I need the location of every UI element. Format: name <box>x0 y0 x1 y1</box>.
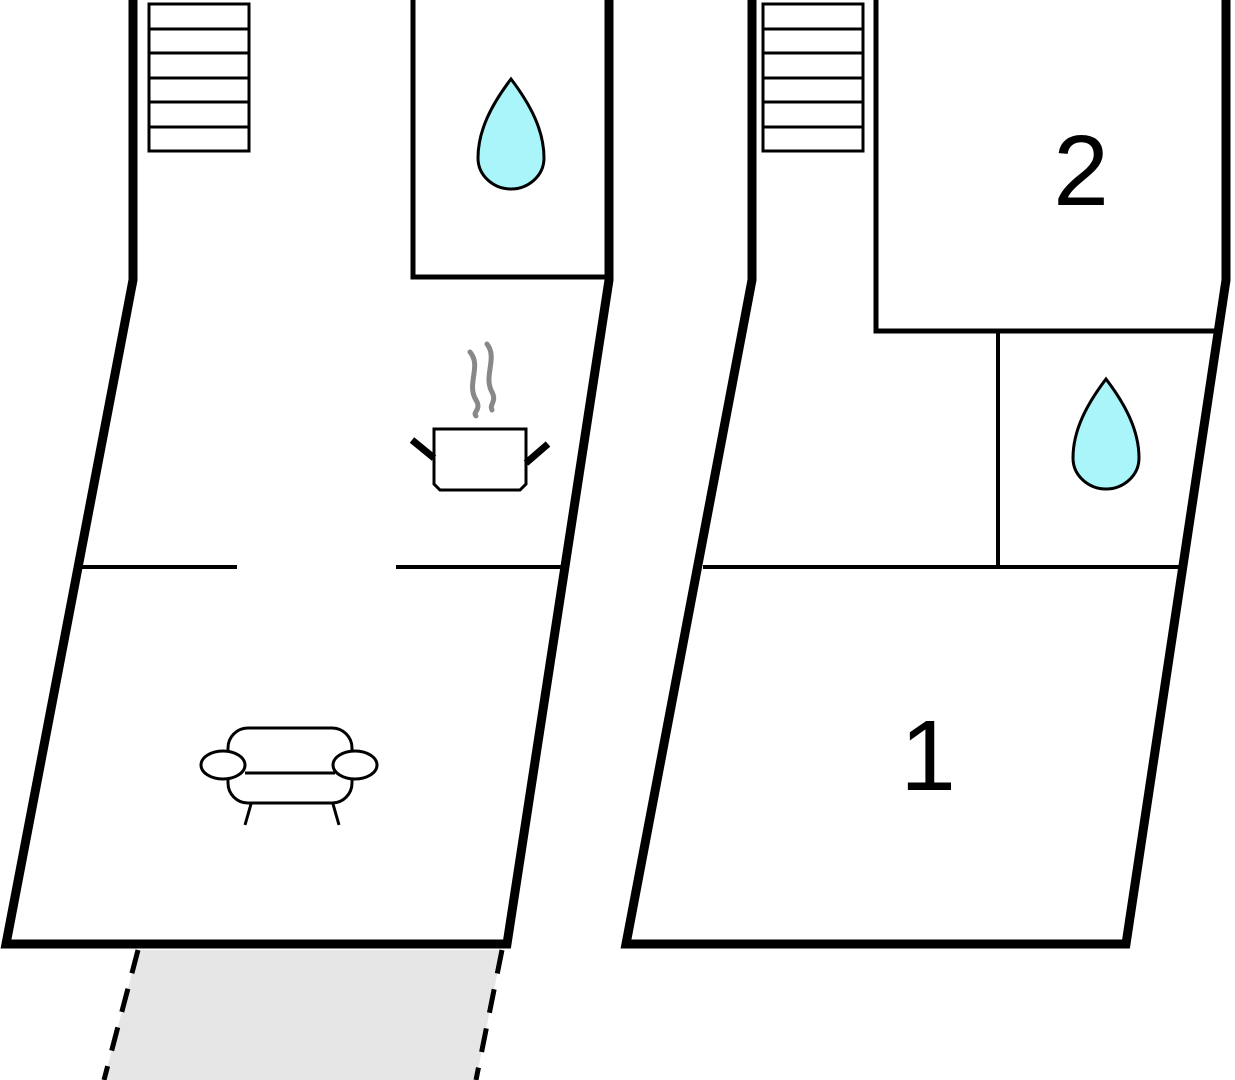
pot-handle-right <box>523 441 551 466</box>
bedroom-2-wall <box>873 0 1218 334</box>
terrace <box>101 949 505 1080</box>
terrace-edge-left <box>101 949 141 1080</box>
room-label-bedroom-1: 1 <box>900 700 956 812</box>
sofa-armrest-right <box>331 749 379 781</box>
water-drop-icon <box>476 76 546 191</box>
bathroom-wall <box>410 0 609 280</box>
sofa-leg-left <box>243 803 253 826</box>
pot-handle-left <box>409 437 437 461</box>
room-label-bedroom-2: 2 <box>1053 115 1109 227</box>
upper-floor: 2 1 <box>620 0 1231 949</box>
terrace-edge-right <box>473 949 505 1080</box>
upper-floor-outer-wall <box>620 0 1231 949</box>
sofa-icon <box>199 726 379 826</box>
staircase-icon <box>147 2 251 153</box>
water-drop-icon <box>1071 376 1141 491</box>
terrace-area <box>104 950 502 1080</box>
ground-floor <box>0 0 614 1080</box>
pot-body <box>432 427 528 492</box>
sofa-armrest-left <box>199 749 247 781</box>
ground-floor-outer-wall <box>0 0 614 949</box>
steam-line-left <box>467 349 481 419</box>
steam-line-right <box>484 341 497 413</box>
sofa-leg-right <box>331 803 341 826</box>
staircase-icon <box>761 2 865 153</box>
cooking-pot-icon <box>409 341 551 492</box>
